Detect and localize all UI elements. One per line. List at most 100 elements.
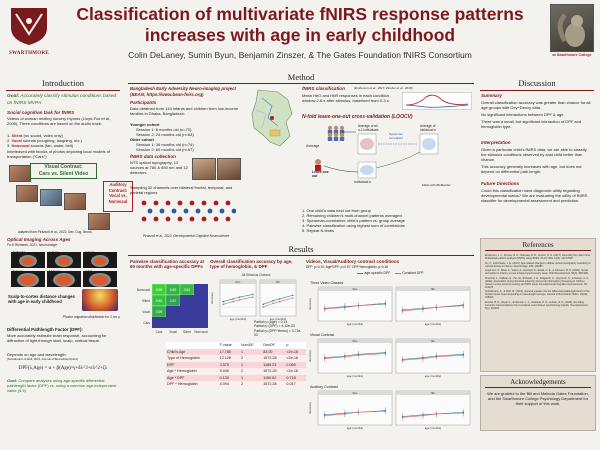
- average-label: Average: [306, 144, 320, 148]
- heatmap-row-label: Nonvocal: [137, 288, 151, 292]
- map-icon: [251, 89, 293, 147]
- data-point: [291, 294, 294, 297]
- ack-text: We are grateful to the Bill and Melinda …: [487, 391, 589, 406]
- heatmap-row-label: Silent: [142, 299, 150, 303]
- person-icon: [333, 132, 339, 138]
- stimulus-photo-4: [88, 213, 110, 230]
- person-body: [327, 130, 333, 134]
- stimulus-photo-2: [16, 185, 38, 202]
- series-line: [324, 410, 386, 416]
- plot-area: [395, 338, 471, 374]
- videos-title: Videos, Visual/Auditory contrast conditi…: [306, 259, 400, 264]
- loocv-steps: 1. One child's data held out from group …: [302, 208, 405, 233]
- facet-label: hbo: [353, 391, 358, 395]
- loocv-diagram: Average Average of all n-1 individuals S…: [302, 122, 472, 206]
- brain-icon: [360, 165, 374, 175]
- source-optode: [213, 200, 219, 206]
- age-label: 6 Years: [13, 269, 24, 273]
- stimulus-photo-1: [9, 165, 31, 182]
- individual-label: Individual n: [354, 180, 372, 184]
- optical-heading: Optical Imaging Across Ages: [7, 237, 71, 242]
- channel-map-svg: [141, 200, 237, 222]
- detector-optode: [207, 208, 213, 214]
- facet-strip: [318, 391, 392, 395]
- dpf-formula: DPF(λ,Age) = α + β(Age)^γ+δλ^3+ελ^2+ζλ: [18, 366, 108, 371]
- facet-label: hbr: [431, 391, 435, 395]
- age-label: Adult: [85, 269, 92, 273]
- facet-strip: [396, 339, 470, 343]
- loocv-heading: N-fold leave-one-out cross-validation (L…: [302, 114, 413, 120]
- table-cell: 0.130: [218, 374, 240, 381]
- table-cell: 3.570: [218, 361, 240, 368]
- data-point: [357, 411, 360, 414]
- age-label: 6 Months: [13, 250, 26, 254]
- reference-list: Emberson, L. L., Zinszer, B. D., Raizada…: [481, 254, 595, 310]
- table-cell: 4.094: [218, 381, 240, 388]
- scalp-text: Scalp-to-cortex distance changes with ag…: [8, 294, 75, 305]
- cohort-list: Younger cohort Session 1: 6 months old (…: [130, 122, 194, 152]
- series-line: [402, 305, 464, 311]
- avg-n1-label: Average of all n-1 individuals: [358, 124, 379, 132]
- heatmap-col-label: Nonvocal: [194, 330, 208, 334]
- table-header-cell: DenDF: [262, 342, 286, 349]
- heatmap-value: 0.57: [170, 299, 177, 303]
- intro-goal: Goal: Accurately classify stimulus condi…: [7, 94, 117, 106]
- data-point: [291, 297, 294, 299]
- data-point: [323, 414, 326, 417]
- source-optode: [165, 216, 171, 222]
- facet-strip: [396, 391, 470, 395]
- plot-area: [317, 390, 393, 426]
- data-point: [272, 302, 274, 305]
- age-label: 12 Years: [49, 269, 61, 273]
- source-optode: [177, 200, 183, 206]
- table-cell: 2: [239, 368, 263, 375]
- plot-area: [395, 390, 471, 426]
- series-line: [402, 354, 464, 360]
- sampling-text: Sampling 32 channels over bilateral fron…: [130, 185, 233, 195]
- data-point: [384, 410, 387, 413]
- videos-legend: age-specific DPF Constant DPF: [306, 271, 474, 279]
- table-cell: 1572.28: [262, 355, 286, 362]
- series-line: [324, 353, 386, 359]
- x-axis-label: age (months): [270, 317, 287, 321]
- contrast-panel-title: Auditory Contrast: [310, 385, 338, 389]
- collection-heading: fNIRS data collection: [130, 154, 176, 159]
- brain-icon: [360, 138, 374, 150]
- reference-item: Scholkmann, F., & Wolf, M. (2013). Gener…: [485, 290, 590, 300]
- detector-optode: [231, 208, 237, 214]
- heatmap-empty-cell: [194, 295, 208, 306]
- social-task-heading: Social cognition task for fNIRS: [7, 110, 75, 115]
- facet-strip: [318, 287, 392, 291]
- optical-citation: Fu & Richards, 2021, NeuroImage: [7, 243, 58, 247]
- facet-label: hbr: [276, 280, 280, 284]
- future-text: Could this classification have diagnosti…: [481, 188, 588, 203]
- data-point: [251, 293, 254, 296]
- biorender-label: Made with BioRender: [422, 183, 451, 187]
- reference-item: Fu, X., & Richards, J. E. (2021). Age-re…: [485, 261, 591, 268]
- data-point: [357, 304, 360, 307]
- results-heading: Results: [288, 244, 314, 254]
- x-axis-label: age (months): [347, 374, 364, 378]
- table-cell: DPF * Hemoglobin: [166, 381, 219, 388]
- child-cap-photo-2: [217, 158, 241, 180]
- source-optode: [177, 216, 183, 222]
- series-line: [263, 297, 293, 308]
- age-label: 2 Years: [85, 250, 96, 254]
- person-icon: [339, 132, 345, 138]
- table-cell: 1: [239, 374, 263, 381]
- x-axis-label: age (months): [425, 426, 442, 430]
- detector-optode: [195, 208, 201, 214]
- data-point: [323, 357, 326, 360]
- table-cell: 0.017: [285, 381, 306, 388]
- classification-citation: (Emberson et al., 2017; Zinszer et al., …: [354, 86, 413, 90]
- title-line-1: Classification of multivariate fNIRS res…: [76, 4, 524, 24]
- data-point: [262, 303, 265, 306]
- condition-list: 1. Silent (no sound, video only) 2. Voca…: [7, 133, 82, 148]
